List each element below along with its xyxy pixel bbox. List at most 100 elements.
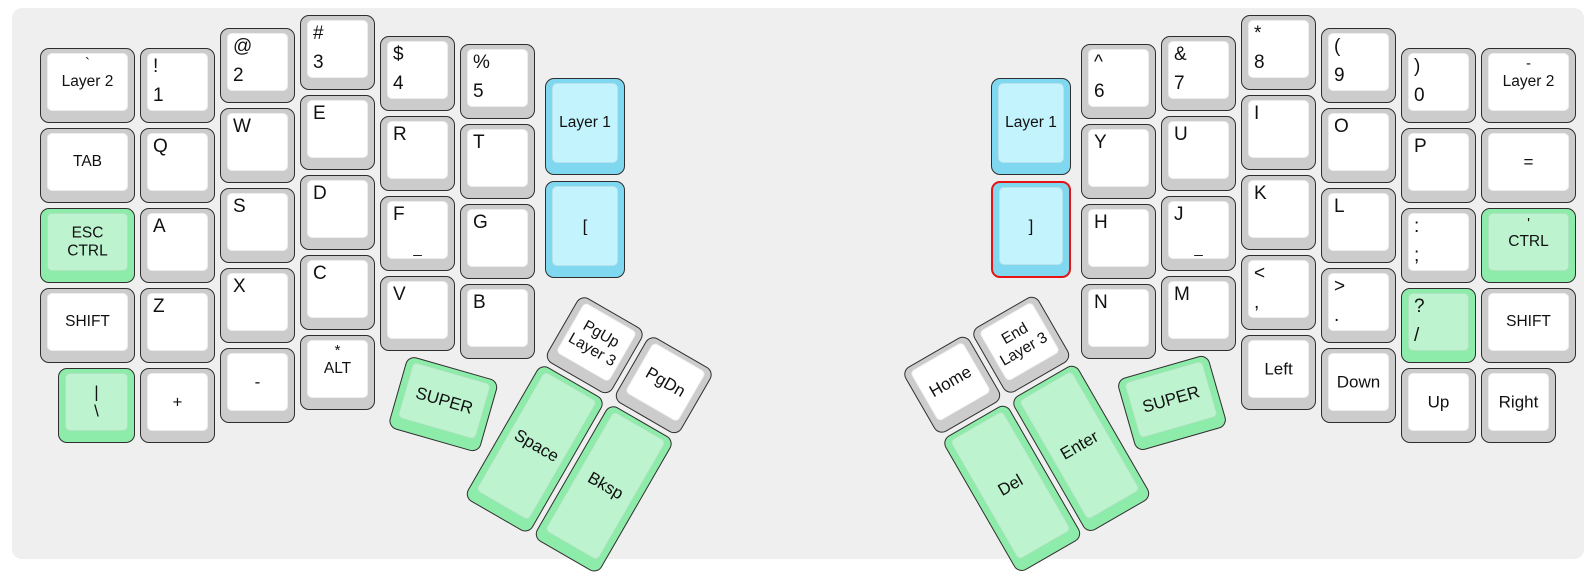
- key-label: Y: [1094, 132, 1107, 153]
- key-pipe-backslash[interactable]: | \: [58, 368, 135, 443]
- key-l[interactable]: L: [1321, 188, 1396, 263]
- key-label: M: [1174, 284, 1190, 305]
- key-h[interactable]: H: [1081, 204, 1156, 279]
- keycap-top: W: [227, 113, 288, 171]
- key-label: _: [413, 239, 422, 257]
- key-4[interactable]: $4: [380, 36, 455, 111]
- key-shift-right[interactable]: SHIFT: [1481, 288, 1576, 363]
- keycap-top: =: [1488, 133, 1569, 191]
- key-arrow-right[interactable]: Right: [1481, 368, 1556, 443]
- keycap-top: O: [1328, 113, 1389, 171]
- key-label: #: [313, 23, 324, 44]
- keycap-top: Q: [147, 133, 208, 191]
- key-plus[interactable]: +: [140, 368, 215, 443]
- key-label: 5: [473, 81, 484, 103]
- key-o[interactable]: O: [1321, 108, 1396, 183]
- key-label: Enter: [1057, 426, 1102, 464]
- keycap-top: R: [387, 121, 448, 179]
- key-j[interactable]: J_: [1161, 196, 1236, 271]
- key-arrow-up[interactable]: Up: [1401, 368, 1476, 443]
- key-label: H: [1094, 212, 1108, 233]
- key-m[interactable]: M: [1161, 276, 1236, 351]
- key-a[interactable]: A: [140, 208, 215, 283]
- key-right-bracket[interactable]: ]: [991, 181, 1071, 278]
- keycap-top: N: [1088, 289, 1149, 347]
- key-label: A: [153, 216, 166, 237]
- key-s[interactable]: S: [220, 188, 295, 263]
- key-label: *: [1254, 23, 1262, 44]
- key-b[interactable]: B: [460, 284, 535, 359]
- key-t[interactable]: T: [460, 124, 535, 199]
- key-layer1-right[interactable]: Layer 1: [991, 78, 1071, 175]
- key-super-left[interactable]: SUPER: [387, 355, 500, 454]
- keycap-top: @2: [227, 33, 288, 91]
- keycap-top: E: [307, 100, 368, 158]
- key-e[interactable]: E: [300, 95, 375, 170]
- key-8[interactable]: *8: [1241, 15, 1316, 90]
- key-label: R: [393, 124, 407, 145]
- key-w[interactable]: W: [220, 108, 295, 183]
- key-6[interactable]: ^6: [1081, 44, 1156, 119]
- key-5[interactable]: %5: [460, 44, 535, 119]
- key-minus-layer2[interactable]: -Layer 2: [1481, 48, 1576, 123]
- key-k[interactable]: K: [1241, 175, 1316, 250]
- key-q[interactable]: Q: [140, 128, 215, 203]
- key-label: 9: [1334, 65, 1345, 87]
- key-z[interactable]: Z: [140, 288, 215, 363]
- key-label: D: [313, 183, 327, 204]
- key-asterisk-alt[interactable]: *ALT: [300, 335, 375, 410]
- key-minus-left[interactable]: -: [220, 348, 295, 423]
- key-label: ^: [1094, 52, 1103, 73]
- key-3[interactable]: #3: [300, 15, 375, 90]
- keycap-top: H: [1088, 209, 1149, 267]
- key-1[interactable]: !1: [140, 48, 215, 123]
- keycap-top: Layer 1: [998, 83, 1064, 163]
- key-label: Down: [1336, 372, 1381, 392]
- key-label: PgDn: [642, 363, 689, 401]
- key-period[interactable]: >.: [1321, 268, 1396, 343]
- key-label: <: [1254, 263, 1266, 284]
- key-v[interactable]: V: [380, 276, 455, 351]
- keycap-top: [: [552, 186, 618, 266]
- key-r[interactable]: R: [380, 116, 455, 191]
- key-f[interactable]: F_: [380, 196, 455, 271]
- key-label: CTRL: [1508, 233, 1549, 251]
- key-9[interactable]: (9: [1321, 28, 1396, 103]
- key-0[interactable]: )0: [1401, 48, 1476, 123]
- key-left-bracket[interactable]: [: [545, 181, 625, 278]
- key-c[interactable]: C: [300, 255, 375, 330]
- key-quote-ctrl[interactable]: 'CTRL: [1481, 208, 1576, 283]
- key-semicolon[interactable]: :;: [1401, 208, 1476, 283]
- key-shift-left[interactable]: SHIFT: [40, 288, 135, 363]
- key-grave-layer2[interactable]: `Layer 2: [40, 48, 135, 123]
- key-i[interactable]: I: [1241, 95, 1316, 170]
- key-2[interactable]: @2: [220, 28, 295, 103]
- key-label: Q: [153, 136, 168, 157]
- keycap-top: +: [147, 373, 208, 431]
- key-label: &: [1174, 44, 1187, 65]
- keycap-top: $4: [387, 41, 448, 99]
- key-esc-ctrl[interactable]: ESC CTRL: [40, 208, 135, 283]
- key-tab[interactable]: TAB: [40, 128, 135, 203]
- key-equals[interactable]: =: [1481, 128, 1576, 203]
- key-layer1-left[interactable]: Layer 1: [545, 78, 625, 175]
- key-label: G: [473, 212, 488, 233]
- key-super-right[interactable]: SUPER: [1116, 353, 1228, 453]
- key-arrow-left[interactable]: Left: [1241, 335, 1316, 410]
- key-n[interactable]: N: [1081, 284, 1156, 359]
- keycap-top: End Layer 3: [978, 301, 1061, 383]
- key-arrow-down[interactable]: Down: [1321, 348, 1396, 423]
- key-label: Space: [510, 425, 563, 466]
- key-comma[interactable]: <,: [1241, 255, 1316, 330]
- key-u[interactable]: U: [1161, 116, 1236, 191]
- key-label: SHIFT: [65, 313, 110, 331]
- key-x[interactable]: X: [220, 268, 295, 343]
- key-label: Layer 1: [1005, 114, 1057, 132]
- key-7[interactable]: &7: [1161, 36, 1236, 111]
- key-question-slash[interactable]: ?/: [1401, 288, 1476, 363]
- key-p[interactable]: P: [1401, 128, 1476, 203]
- key-y[interactable]: Y: [1081, 124, 1156, 199]
- key-d[interactable]: D: [300, 175, 375, 250]
- key-g[interactable]: G: [460, 204, 535, 279]
- keycap-top: TAB: [47, 133, 128, 191]
